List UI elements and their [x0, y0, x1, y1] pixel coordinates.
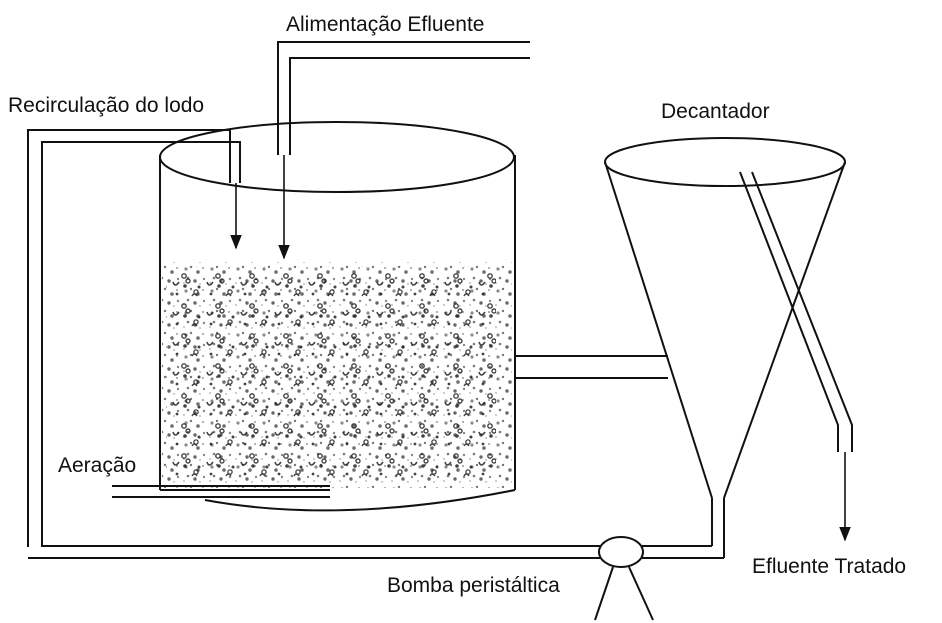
- tank-bottom-rim: [204, 489, 516, 512]
- pump-label: Bomba peristáltica: [387, 574, 560, 597]
- settler-cone-left: [604, 161, 713, 499]
- peristaltic-pump: [594, 536, 654, 621]
- settler-rim: [604, 137, 846, 187]
- tank-top-rim: [159, 121, 515, 193]
- tank-to-settler-pipe: [515, 355, 668, 379]
- recirculation-pipe: [27, 129, 600, 559]
- aeration-tank: [159, 121, 516, 512]
- pump-leg-right: [628, 566, 654, 621]
- aeration-pipe: [112, 485, 330, 498]
- settler-label: Decantador: [661, 100, 770, 123]
- treated-effluent-label: Efluente Tratado: [752, 555, 906, 578]
- aeration-label: Aeração: [58, 454, 136, 477]
- sludge-floc-pattern: [166, 266, 496, 478]
- settler: [604, 137, 846, 559]
- settler-cone-right: [723, 161, 846, 499]
- feed-label: Alimentação Efluente: [286, 13, 484, 36]
- treated-effluent-pipe: [739, 171, 853, 542]
- feed-pipe: [277, 41, 530, 260]
- pump-leg-left: [594, 566, 614, 621]
- recirculation-label: Recirculação do lodo: [8, 94, 204, 117]
- pump-body: [598, 536, 644, 568]
